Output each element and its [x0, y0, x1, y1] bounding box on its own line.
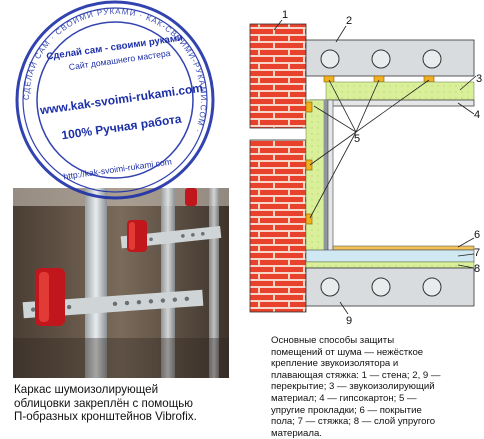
description-line: материала.: [271, 427, 322, 439]
description-line: упругие прокладки; 6 — покрытие: [271, 404, 422, 416]
bracket-photo: [13, 188, 229, 378]
metal-stud: [209, 188, 219, 378]
description-line: помещений от шума — нежёсткое: [271, 346, 424, 358]
label-1: 1: [282, 9, 288, 21]
label-9: 9: [346, 315, 352, 327]
brick-wall: [249, 23, 307, 313]
ceiling-pads: [323, 75, 435, 83]
red-vibration-pad: [185, 188, 197, 206]
description-line: Основные способы защиты: [271, 335, 395, 346]
wall-frame: [324, 100, 328, 252]
diagram-description: Основные способы защиты помещений от шум…: [271, 335, 483, 439]
photo-caption-line: Каркас шумоизолирующей: [14, 383, 159, 396]
description-line: плавающая стяжка: 1 — стена; 2, 9 —: [271, 369, 441, 381]
website-stamp: СДЕЛАЙ САМ · СВОИМИ РУКАМИ · КАК-СВОИМИ-…: [15, 0, 215, 200]
description-line: пола; 7 — стяжка; 8 — слой упругого: [271, 416, 436, 428]
metal-stud: [85, 188, 107, 378]
wall-insulation: [305, 99, 325, 253]
lower-slab: [305, 267, 475, 307]
soundproofing-diagram: 1 2 3 4 5 6 7 8 9: [249, 9, 482, 327]
photo-caption-line: облицовки закреплён с помощью: [14, 396, 193, 410]
floor-covering: [332, 245, 475, 251]
floor-screed: [305, 249, 475, 263]
red-vibration-pad: [35, 268, 65, 326]
label-3: 3: [476, 73, 482, 85]
label-8: 8: [474, 263, 480, 275]
upper-slab: [305, 39, 475, 77]
elastic-layer: [305, 261, 475, 269]
photo-caption-line: П-образных кронштейнов Vibrofix.: [14, 410, 197, 423]
wall-pads: [305, 101, 313, 225]
leader-lines: [273, 19, 477, 315]
description-line: крепление звукоизолятора и: [271, 358, 399, 370]
description-line: перекрытие; 3 — звукоизолирующий: [271, 381, 435, 393]
ceiling-drywall: [309, 99, 475, 107]
label-2: 2: [346, 15, 352, 27]
photo-caption: Каркас шумоизолирующей облицовки закрепл…: [14, 383, 242, 424]
label-7: 7: [474, 247, 480, 259]
description-line: материал; 4 — гипсокартон; 5 —: [271, 392, 417, 404]
label-6: 6: [474, 229, 480, 241]
red-vibration-pad: [127, 220, 147, 252]
label-5: 5: [354, 133, 360, 145]
stamp-motto: 100% Ручная работа: [61, 112, 183, 143]
ceiling-insulation: [325, 81, 475, 101]
label-4: 4: [474, 109, 480, 121]
